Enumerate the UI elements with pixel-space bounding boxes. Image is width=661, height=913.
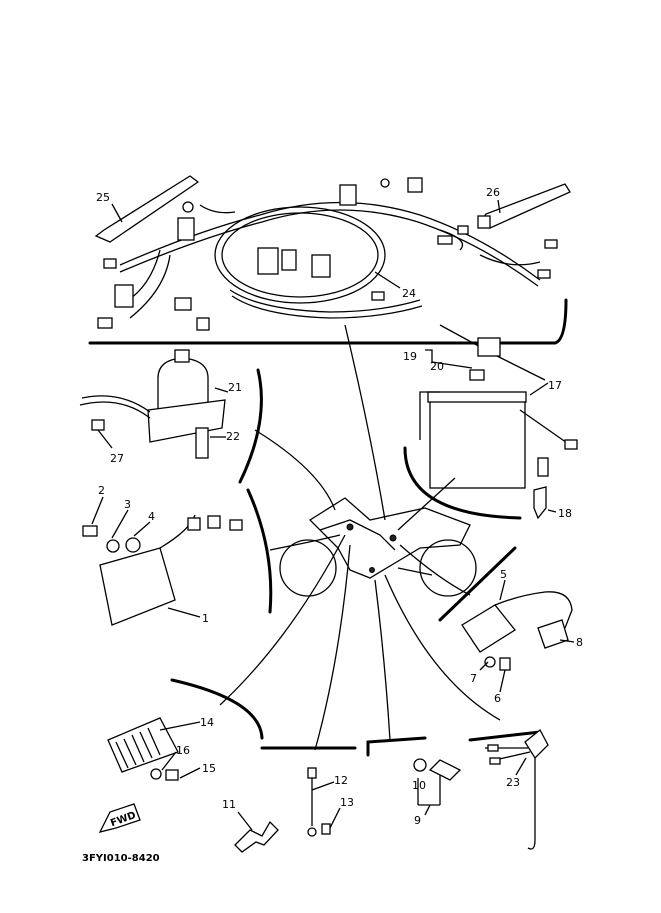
callout-25: 25 [96,191,110,204]
callout-7: 7 [470,672,477,685]
callout-10: 10 [412,779,426,792]
fwd-arrow: FWD [98,803,141,833]
callout-16: 16 [176,744,190,757]
callout-8: 8 [576,636,583,649]
wire-harness-group: 25 26 24 [88,175,571,345]
battery-group: 17 18 19 20 [403,324,578,520]
callout-9: 9 [414,814,421,827]
callout-23: 23 [506,776,520,789]
callout-6: 6 [494,692,501,705]
callout-21: 21 [228,381,242,394]
callout-19: 19 [403,350,417,363]
drawing-code: 3FYI010-8420 [82,853,160,864]
ignition-coil-group: 5 7 6 8 [438,546,583,705]
plug-cap-group: 23 [468,729,549,850]
callout-5: 5 [500,568,507,581]
callout-4: 4 [148,510,155,523]
callout-13: 13 [340,796,354,809]
callout-22: 22 [226,430,240,443]
callout-20: 20 [430,360,444,373]
callout-1: 1 [202,612,209,625]
bolt-group: 10 9 [366,736,462,827]
callout-17: 17 [548,379,562,392]
rectifier-group: 14 16 15 [107,678,264,781]
callout-3: 3 [124,498,131,511]
spark-plug: 11 [222,798,279,853]
cdi-unit-group: 2 3 4 1 [82,484,273,626]
callout-15: 15 [202,762,216,775]
callout-2: 2 [98,484,105,497]
callout-26: 26 [486,186,500,199]
callout-18: 18 [558,507,572,520]
group-leader-lines [219,324,501,751]
callout-27: 27 [110,452,124,465]
callout-24: 24 [402,287,416,300]
callout-14: 14 [200,716,214,729]
main-switch-group: 21 22 27 [79,349,263,484]
callout-11: 11 [222,798,236,811]
lead-wire-group: 12 13 [260,746,357,837]
callout-12: 12 [334,774,348,787]
